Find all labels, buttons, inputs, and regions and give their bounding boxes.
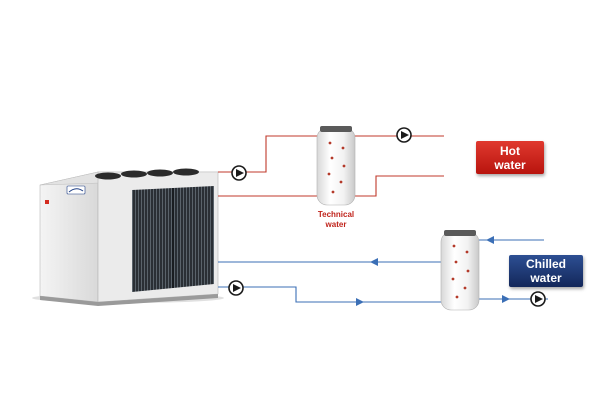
chilled-water-piping [218, 240, 548, 302]
flow-arrow-icon [502, 295, 510, 303]
hot-water-label-line2: water [494, 158, 525, 172]
pump-icon [531, 292, 545, 306]
chilled-water-label-line1: Chilled [526, 257, 566, 271]
chiller-unit [32, 169, 224, 307]
flow-arrow-icon [356, 298, 364, 306]
flow-arrow-icon [486, 236, 494, 244]
chilled-water-label: Chilled water [509, 255, 583, 287]
technical-water-tank [317, 126, 355, 205]
pump-icon [229, 281, 243, 295]
technical-water-caption-line2: water [306, 220, 366, 230]
hot-water-label: Hot water [476, 141, 544, 174]
technical-water-caption: Technical water [306, 210, 366, 230]
brand-logo [67, 186, 85, 194]
pump-icon [397, 128, 411, 142]
flow-arrow-icon [370, 258, 378, 266]
chilled-water-tank [441, 230, 479, 310]
hot-water-label-line1: Hot [494, 144, 525, 158]
chilled-water-label-line2: water [526, 271, 566, 285]
technical-water-caption-line1: Technical [306, 210, 366, 220]
pump-icon [232, 166, 246, 180]
unit-switch [45, 200, 49, 204]
